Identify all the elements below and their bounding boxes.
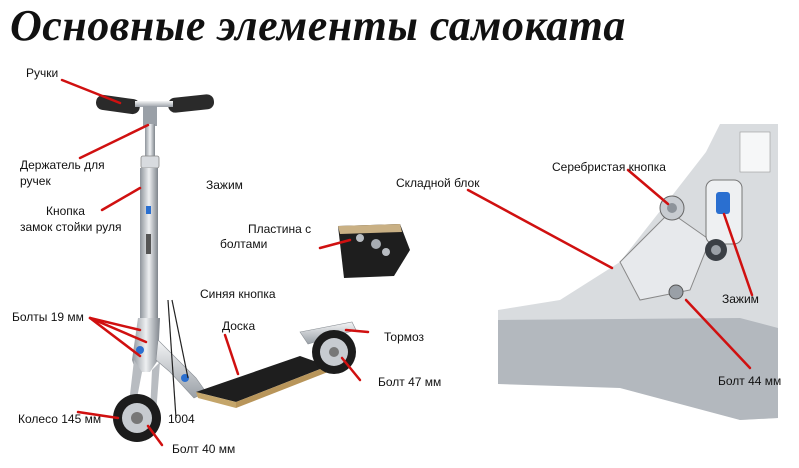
plate-detail	[338, 224, 410, 278]
pointer-arrows	[60, 78, 754, 447]
arrow-clamp-right	[722, 212, 754, 297]
label-blue-button: Синяя кнопка	[200, 287, 276, 301]
arrow-bolts-19-b	[88, 316, 148, 344]
label-clamp-right: Зажим	[722, 292, 759, 306]
label-deck: Доска	[222, 319, 256, 333]
deck	[196, 356, 328, 402]
page-title: Основные элементы самоката	[10, 1, 626, 50]
arrow-bolts-19-c	[88, 316, 142, 358]
upper-stem	[145, 124, 155, 184]
label-handles: Ручки	[26, 66, 59, 80]
arrow-silver-button	[626, 168, 670, 206]
arrow-handle-holder	[78, 123, 150, 160]
blue-button	[136, 346, 144, 354]
arrow-button-lock	[100, 186, 142, 212]
arrow-folding-block	[466, 188, 614, 270]
arrow-bolt-47	[340, 356, 362, 382]
label-bolt-44: Болт 44 мм	[718, 374, 782, 388]
label-code-1004: 1004	[168, 412, 195, 426]
stem-button	[146, 206, 151, 214]
arrow-plate	[318, 238, 352, 250]
label-handle-holder-2: ручек	[20, 174, 51, 188]
right-grip	[168, 94, 215, 113]
label-folding-block: Складной блок	[396, 176, 480, 190]
arrow-wheel	[76, 410, 120, 420]
arrow-bolt-40	[146, 424, 164, 447]
arrow-bolt-44	[684, 298, 752, 370]
label-clamp-left: Зажим	[206, 178, 243, 192]
scooter-illustration	[96, 94, 357, 442]
label-silver-button: Серебристая кнопка	[552, 160, 666, 174]
stem-clamp	[140, 155, 160, 169]
label-brake: Тормоз	[384, 330, 425, 344]
front-fork	[132, 318, 160, 372]
label-bolt-47: Болт 47 мм	[378, 375, 442, 389]
label-plate-2: болтами	[220, 237, 268, 251]
arrow-deck	[223, 333, 240, 376]
label-wheel-145: Колесо 145 мм	[18, 412, 102, 426]
arrow-brake	[344, 328, 370, 334]
handle-holder	[143, 106, 157, 126]
label-handle-holder-1: Держатель для	[20, 158, 105, 172]
bolt-44	[668, 284, 684, 300]
label-bolt-40: Болт 40 мм	[172, 442, 236, 456]
blue-button-lines	[167, 299, 189, 419]
arrow-bolts-19-a	[88, 316, 142, 332]
label-button-lock-1: Кнопка	[46, 204, 85, 218]
label-bolts-19: Болты 19 мм	[12, 310, 84, 324]
stem-mark	[146, 234, 151, 254]
label-button-lock-2: замок стойки руля	[20, 220, 122, 234]
left-grip	[96, 94, 140, 115]
label-plate-1: Пластина с	[248, 222, 312, 236]
handlebar-bar	[135, 101, 173, 107]
folding-closeup	[498, 124, 778, 420]
arrow-handles	[60, 78, 122, 105]
folding-neck	[155, 339, 207, 399]
